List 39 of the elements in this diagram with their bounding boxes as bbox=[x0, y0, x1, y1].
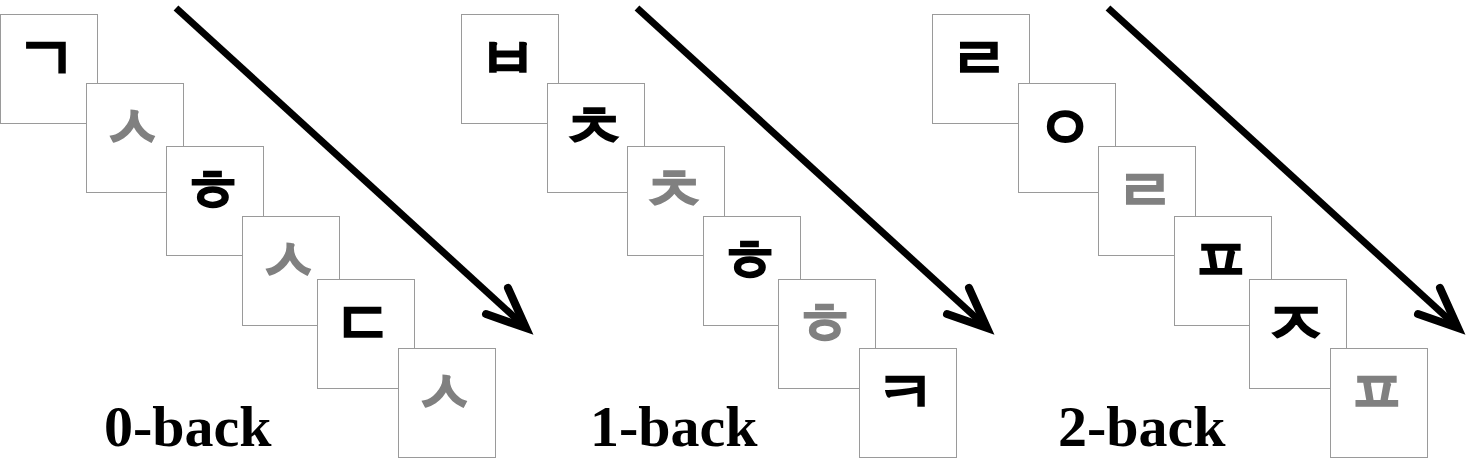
stimulus-card bbox=[317, 279, 415, 389]
condition-label: 0-back bbox=[104, 398, 272, 456]
stimulus-card bbox=[461, 14, 559, 124]
stimulus-letter: ㅍ bbox=[1348, 363, 1406, 421]
stimulus-card bbox=[242, 216, 340, 326]
stimulus-card bbox=[1249, 279, 1347, 389]
condition-label: 1-back bbox=[590, 398, 758, 456]
stimulus-letter: ㅎ bbox=[721, 231, 779, 289]
stimulus-card bbox=[86, 83, 184, 193]
stimulus-card bbox=[547, 83, 645, 193]
stimulus-card bbox=[703, 216, 801, 326]
stimulus-letter: ㅍ bbox=[1192, 231, 1250, 289]
stimulus-card bbox=[627, 146, 725, 256]
stimulus-letter: ㅅ bbox=[260, 231, 318, 289]
stimulus-card bbox=[859, 348, 957, 458]
stimulus-card bbox=[932, 14, 1030, 124]
stimulus-card bbox=[398, 348, 496, 458]
stimulus-letter: ㅊ bbox=[565, 98, 623, 156]
stimulus-letter: ㅇ bbox=[1036, 98, 1094, 156]
stimulus-letter: ㄷ bbox=[335, 294, 393, 352]
stimulus-letter: ㅅ bbox=[104, 98, 162, 156]
stimulus-letter: ㅂ bbox=[479, 29, 537, 87]
stimulus-card bbox=[1174, 216, 1272, 326]
stimulus-letter: ㅈ bbox=[1267, 294, 1325, 352]
stimulus-card bbox=[778, 279, 876, 389]
stimulus-letter: ㅅ bbox=[416, 363, 474, 421]
stimulus-letter: ㅋ bbox=[877, 363, 935, 421]
stimulus-letter: ㅎ bbox=[796, 294, 854, 352]
stimulus-card bbox=[1018, 83, 1116, 193]
stimulus-card bbox=[166, 146, 264, 256]
stimulus-card bbox=[1330, 348, 1428, 458]
stimulus-letter: ㅊ bbox=[645, 161, 703, 219]
stimulus-card bbox=[0, 14, 98, 124]
condition-label: 2-back bbox=[1058, 398, 1226, 456]
stimulus-letter: ㄹ bbox=[950, 29, 1008, 87]
stimulus-letter: ㅎ bbox=[184, 161, 242, 219]
stimulus-letter: ㄹ bbox=[1116, 161, 1174, 219]
stimulus-card bbox=[1098, 146, 1196, 256]
stimulus-letter: ㄱ bbox=[18, 29, 76, 87]
